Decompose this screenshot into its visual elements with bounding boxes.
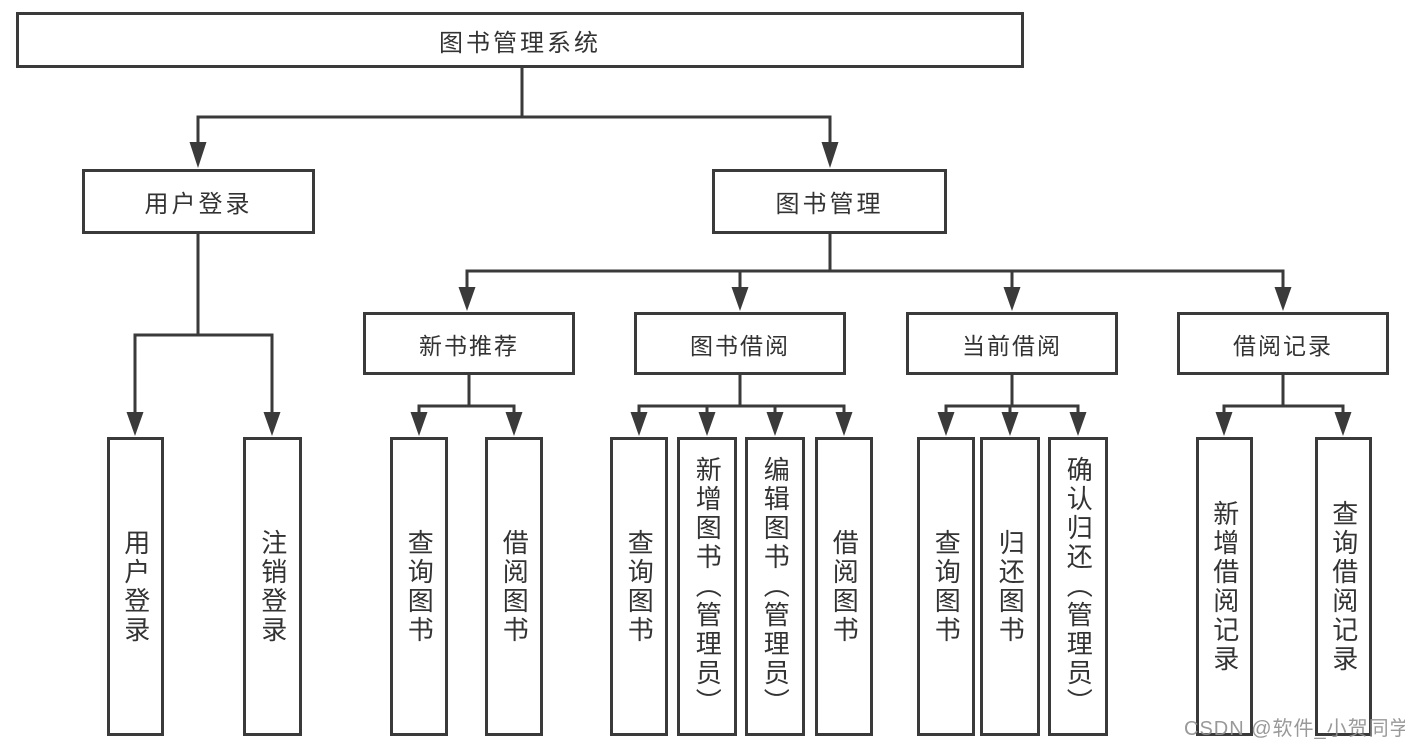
leaf-label: 查询图书 — [404, 528, 435, 645]
leaf-label: 新增借阅记录 — [1209, 499, 1240, 674]
node-borrow-records: 借阅记录 — [1177, 312, 1389, 375]
leaf-query-books-borrow: 查询图书 — [610, 437, 668, 736]
csdn-watermark: CSDN @软件_小贺同学 — [1184, 718, 1405, 740]
leaf-label: 新增图书（管理员） — [692, 456, 723, 717]
leaf-borrow-books: 借阅图书 — [815, 437, 873, 736]
node-label: 用户登录 — [144, 191, 253, 218]
arrowhead-icons — [126, 142, 1352, 436]
leaf-query-borrow-record: 查询借阅记录 — [1315, 437, 1372, 736]
leaf-label: 查询借阅记录 — [1328, 499, 1359, 674]
leaf-label: 借阅图书 — [829, 528, 860, 645]
node-label: 图书管理 — [775, 191, 884, 218]
leaf-confirm-return-admin: 确认归还（管理员） — [1048, 437, 1108, 736]
leaf-return-books: 归还图书 — [980, 437, 1040, 736]
leaf-add-books-admin: 新增图书（管理员） — [677, 437, 737, 736]
node-root-library-management-system: 图书管理系统 — [16, 12, 1024, 68]
leaf-label: 编辑图书（管理员） — [760, 456, 791, 717]
leaf-label: 归还图书 — [995, 528, 1026, 645]
node-label: 借阅记录 — [1233, 332, 1333, 359]
leaf-user-login: 用户登录 — [107, 437, 164, 736]
node-book-borrow: 图书借阅 — [634, 312, 846, 375]
leaf-edit-books-admin: 编辑图书（管理员） — [745, 437, 805, 736]
node-label: 当前借阅 — [962, 332, 1062, 359]
leaf-logout: 注销登录 — [243, 437, 302, 736]
node-label: 新书推荐 — [419, 332, 519, 359]
leaf-label: 用户登录 — [120, 528, 151, 645]
node-book-management: 图书管理 — [712, 169, 947, 234]
node-label: 图书借阅 — [690, 332, 790, 359]
leaf-add-borrow-record: 新增借阅记录 — [1196, 437, 1253, 736]
leaf-label: 确认归还（管理员） — [1063, 456, 1094, 717]
leaf-label: 查询图书 — [624, 528, 655, 645]
leaf-query-books-current: 查询图书 — [917, 437, 975, 736]
leaf-query-books-recommend: 查询图书 — [390, 437, 448, 736]
leaf-label: 查询图书 — [931, 528, 962, 645]
leaf-label: 借阅图书 — [499, 528, 530, 645]
node-current-borrow: 当前借阅 — [906, 312, 1118, 375]
node-label: 图书管理系统 — [439, 29, 601, 57]
leaf-borrow-books-recommend: 借阅图书 — [485, 437, 543, 736]
node-new-book-recommend: 新书推荐 — [363, 312, 575, 375]
node-user-login: 用户登录 — [82, 169, 315, 234]
leaf-label: 注销登录 — [257, 528, 288, 645]
